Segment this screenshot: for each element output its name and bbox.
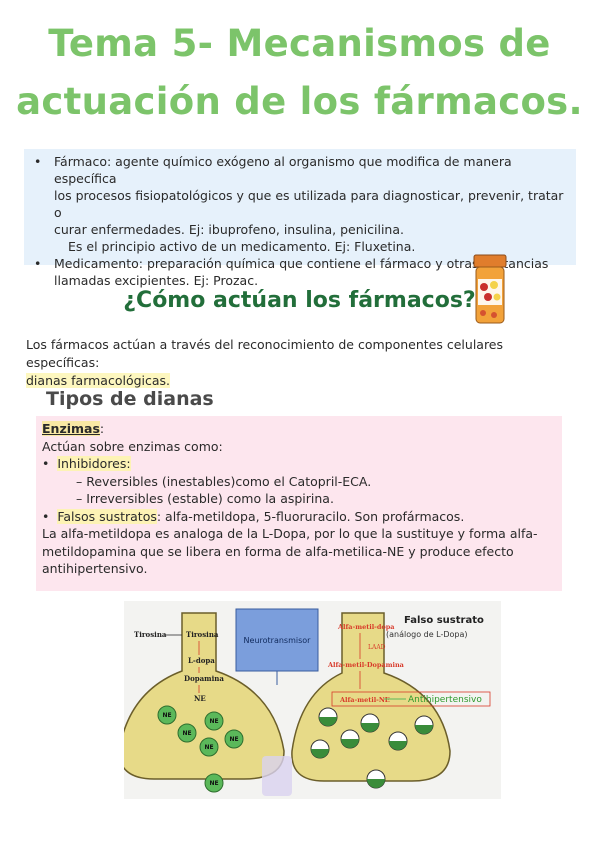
enzimas-content: Enzimas: Actúan sobre enzimas como: • In… xyxy=(42,420,557,578)
vesicle-ne-label: NE xyxy=(182,730,191,737)
label-tirosina: Tirosina xyxy=(186,630,219,639)
falsos-rest: : alfa-metildopa, 5-fluoruracilo. Son pr… xyxy=(156,508,465,524)
farmaco-line: curar enfermedades. Ej: ibuprofeno, insu… xyxy=(54,222,404,237)
section-heading: ¿Cómo actúan los fármacos? xyxy=(123,288,476,313)
pill-bottle-icon xyxy=(473,254,507,324)
enzimas-paragraph-line: La alfa-metildopa es analoga de la L-Dop… xyxy=(42,526,538,541)
farmaco-line: Fármaco: agente químico exógeno al organ… xyxy=(54,154,512,186)
definition-medicamento: • Medicamento: preparación química que c… xyxy=(30,255,570,289)
label-dopamina: Dopamina xyxy=(184,674,224,683)
label-tirosina-outside: Tirosina xyxy=(134,630,167,639)
bullet-icon: • xyxy=(34,256,42,271)
antihipertensivo-box xyxy=(331,691,491,707)
definition-farmaco: • Fármaco: agente químico exógeno al org… xyxy=(30,153,570,255)
label-alfa-metil-dopamina: Alfa-metil-Dopamina xyxy=(327,661,405,669)
vesicle-ne-label: NE xyxy=(209,780,218,787)
dianas-highlight: dianas farmacológicas. xyxy=(26,373,171,388)
falso-sustrato-title: Falso sustrato xyxy=(404,615,484,626)
vesicle-ne-label: NE xyxy=(162,712,171,719)
label-antihipertensivo: Antihipertensivo xyxy=(408,695,482,705)
label-alfa-metil-dopa: Alfa-metil-dopa xyxy=(337,623,395,631)
vesicle-ne-label: NE xyxy=(209,718,218,725)
enzimas-box xyxy=(36,416,562,591)
farmaco-line: los procesos fisiopatológicos y que es u… xyxy=(54,188,564,220)
reversibles-row: – Reversibles (inestables)como el Catopr… xyxy=(76,473,372,489)
label-ne: NE xyxy=(194,694,206,703)
false-transmitter-vesicles xyxy=(310,707,434,789)
tipos-heading: Tipos de dianas xyxy=(46,388,214,410)
enzimas-heading: Enzimas xyxy=(42,421,100,436)
bullet-icon: • xyxy=(34,154,42,169)
enzimas-paragraph-line: antihipertensivo. xyxy=(42,561,148,576)
medicamento-line: Medicamento: preparación química que con… xyxy=(54,256,549,271)
label-laad: LAAD xyxy=(368,644,386,651)
label-ldopa: L-dopa xyxy=(188,656,215,665)
mechanism-figure: Tirosina Tirosina L-dopa Dopamina NE NE … xyxy=(124,601,501,799)
inhibidores-label: Inhibidores: xyxy=(57,456,131,471)
left-terminal xyxy=(124,612,285,780)
irreversibles-row: – Irreversibles (estable) como la aspiri… xyxy=(76,491,334,506)
falsos-label: Falsos sustratos xyxy=(57,508,157,524)
neurotransmisor-box xyxy=(235,608,319,672)
definitions-box xyxy=(24,149,576,265)
ne-vesicles xyxy=(157,705,244,793)
intro-line: Los fármacos actúan a través del reconoc… xyxy=(26,337,504,370)
enzimas-colon: : xyxy=(99,421,105,436)
synapse-diagram: Tirosina Tirosina L-dopa Dopamina NE NE … xyxy=(124,608,491,796)
falsos-row: • Falsos sustratos: alfa-metildopa, 5-fl… xyxy=(42,508,557,526)
neurotransmisor-label: Neurotransmisor xyxy=(244,636,312,645)
farmaco-line: Es el principio activo de un medicamento… xyxy=(68,239,416,254)
vesicle-ne-label: NE xyxy=(229,736,238,743)
bullet-icon: • xyxy=(42,456,50,471)
enzimas-paragraph-line: metildopamina que se libera en forma de … xyxy=(42,543,514,559)
bullet-icon: • xyxy=(42,508,50,524)
analogo-label: (análogo de L-Dopa) xyxy=(386,630,468,639)
medicamento-line: llamadas excipientes. Ej: Prozac. xyxy=(54,273,259,288)
enzimas-line: Actúan sobre enzimas como: xyxy=(42,438,223,454)
title-line-1: Tema 5- Mecanismos de xyxy=(48,22,551,65)
vesicle-ne-label: NE xyxy=(204,744,213,751)
inhibidores-row: • Inhibidores: xyxy=(42,455,557,473)
receptor xyxy=(262,756,292,796)
label-alfa-metil-ne: Alfa-metil-NE xyxy=(339,696,390,704)
intro-paragraph: Los fármacos actúan a través del reconoc… xyxy=(26,336,576,390)
definitions-list: • Fármaco: agente químico exógeno al org… xyxy=(30,153,570,289)
title-line-2: actuación de los fármacos. xyxy=(16,80,583,123)
right-terminal xyxy=(291,612,451,782)
